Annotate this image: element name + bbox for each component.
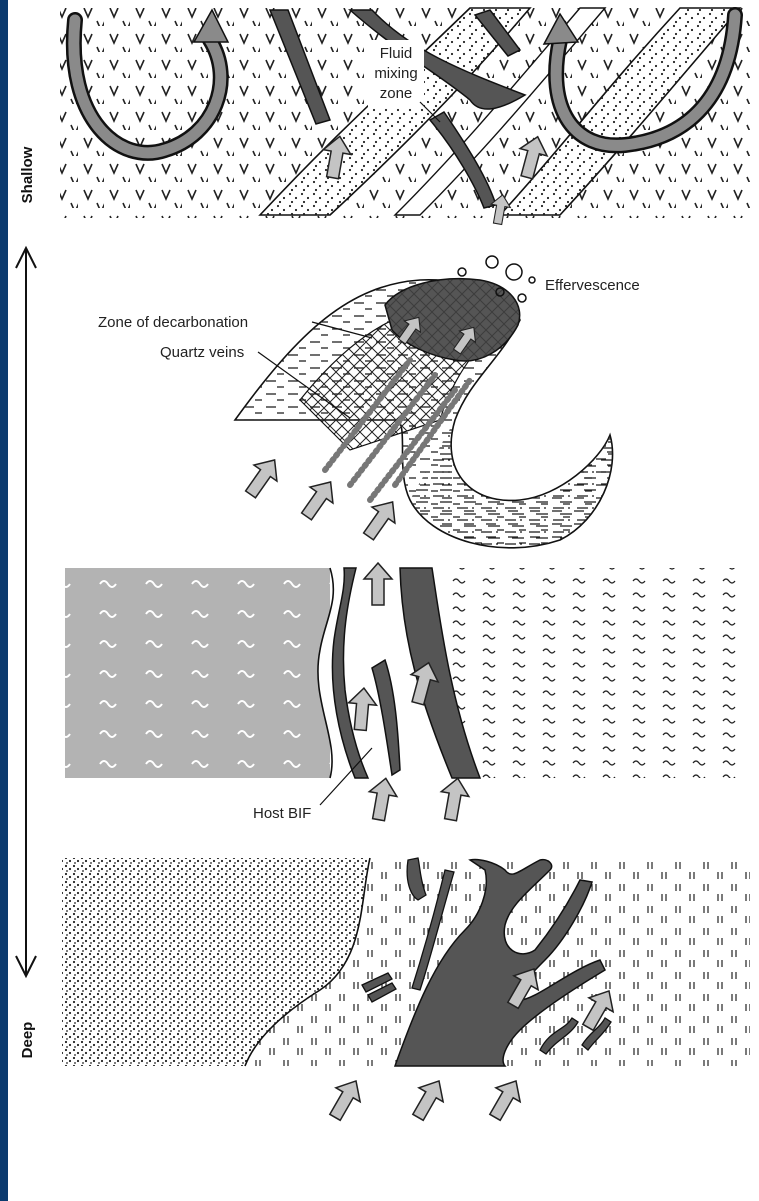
panel-decarbonation: Effervescence Zone of decarbonation Quar… — [98, 256, 640, 548]
label-zone: zone — [380, 85, 413, 102]
label-effervescence: Effervescence — [545, 277, 640, 294]
label-quartz-veins: Quartz veins — [160, 344, 244, 361]
label-fluid: Fluid — [380, 45, 413, 62]
axis-label-shallow: Shallow — [19, 146, 36, 203]
label-mixing: mixing — [374, 65, 417, 82]
label-host-bif: Host BIF — [253, 805, 311, 822]
depth-axis: Shallow Deep — [16, 146, 36, 1058]
label-zone-decarbonation: Zone of decarbonation — [98, 314, 248, 331]
axis-label-deep: Deep — [19, 1022, 36, 1059]
geology-diagram: Fluid mixing zone Shallow Deep — [8, 0, 759, 1201]
panel-deep — [62, 858, 750, 1124]
panel-bif: Host BIF — [65, 563, 750, 822]
figure-canvas: Fluid mixing zone Shallow Deep — [8, 0, 759, 1201]
panel-shallow: Fluid mixing zone — [60, 8, 750, 225]
